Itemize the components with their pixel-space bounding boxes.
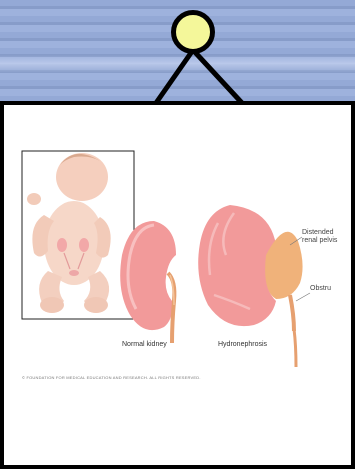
copyright-notice: © FOUNDATION FOR MEDICAL EDUCATION AND R… xyxy=(22,375,201,380)
picture-board: Normal kidney Hydronephrosis Distended r… xyxy=(0,101,355,469)
kidney-illustration xyxy=(4,105,351,465)
distended-label-line1: Distended xyxy=(302,229,334,237)
normal-kidney-icon xyxy=(120,221,176,343)
obstruction-label: Obstru xyxy=(310,285,331,293)
hanging-pin-icon xyxy=(171,10,215,54)
hydronephrosis-label: Hydronephrosis xyxy=(218,341,267,348)
distended-label-line2: renal pelvis xyxy=(302,237,337,245)
normal-kidney-label: Normal kidney xyxy=(122,341,167,348)
